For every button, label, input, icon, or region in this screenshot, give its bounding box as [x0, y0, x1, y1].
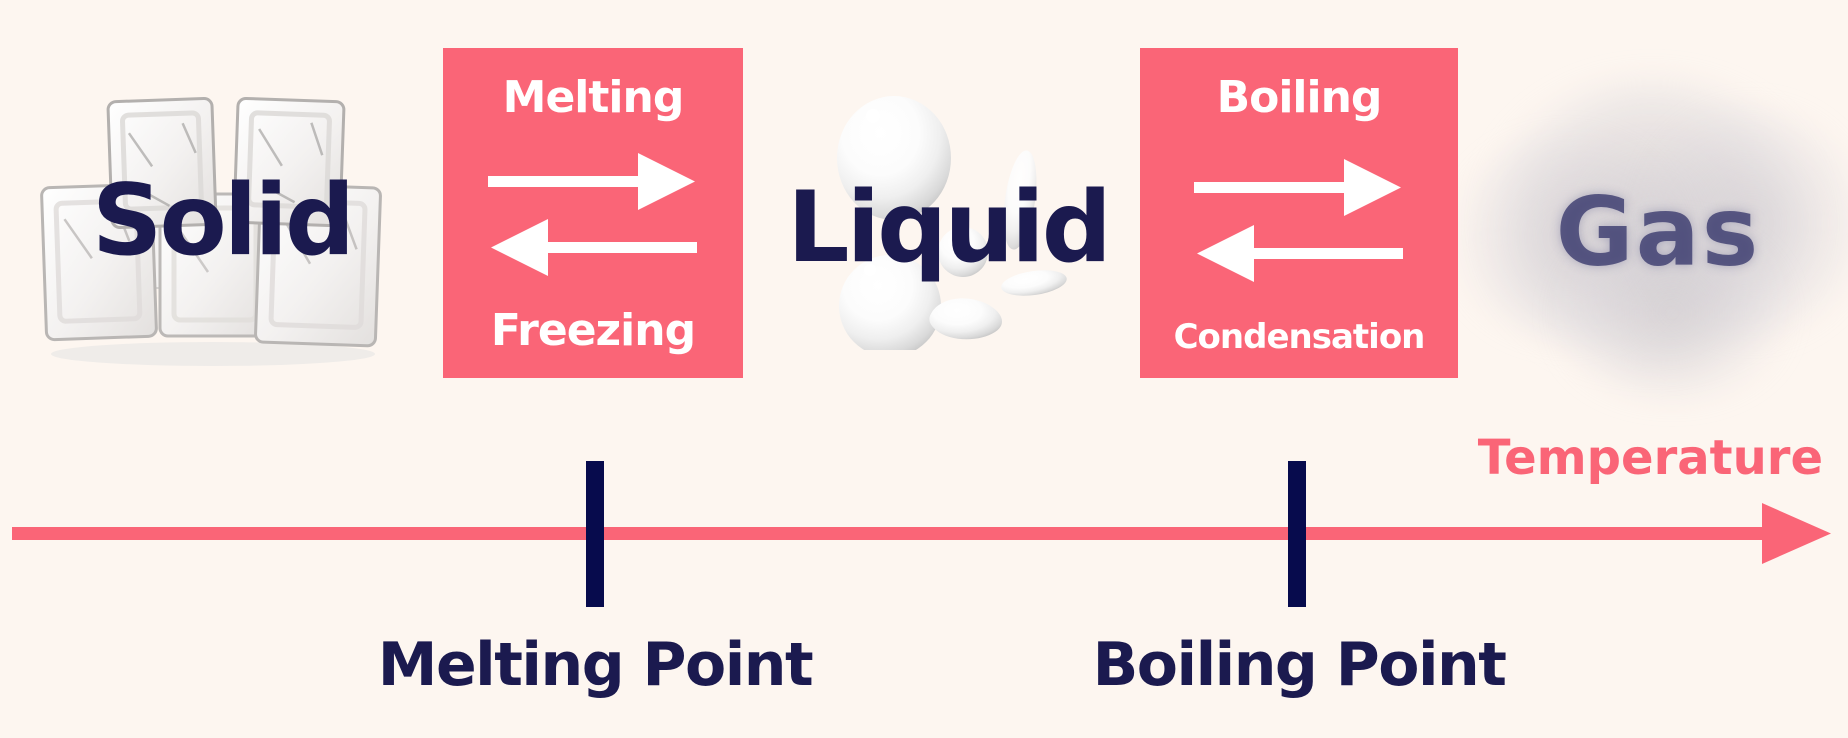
water-droplets-illustration: [837, 96, 1067, 350]
boiling-label: Boiling: [1216, 72, 1383, 123]
droplet-streak: [1001, 270, 1067, 296]
ice-cube-top-left: [106, 97, 218, 230]
vapor-blob: [1642, 108, 1848, 338]
droplet-highlight: [866, 109, 880, 123]
transition-box-liquid-gas: Boiling Condensation: [1140, 48, 1458, 378]
melting-point-label: Melting Point: [377, 630, 814, 700]
condensation-label: Condensation: [1173, 317, 1426, 358]
boiling-point-label: Boiling Point: [1092, 630, 1507, 700]
right-arrow-icon: [488, 153, 695, 210]
droplet-large-bottom: [839, 255, 941, 350]
left-arrow-icon: [1197, 225, 1403, 282]
ice-shadow: [51, 342, 375, 366]
left-arrow-icon: [491, 219, 697, 276]
reversible-arrows-icon: [1194, 159, 1403, 282]
temperature-axis: [12, 461, 1831, 607]
axis-arrowhead-icon: [1762, 503, 1831, 564]
melting-label: Melting: [502, 72, 685, 123]
freezing-label: Freezing: [490, 305, 696, 357]
reversible-arrows-icon: [488, 153, 697, 276]
droplet-highlight: [864, 264, 876, 276]
vapor-cloud-illustration: [1452, 48, 1848, 408]
vapor-blob: [1552, 228, 1792, 398]
melting-point-tick: [586, 461, 604, 607]
droplet-wisp: [1003, 150, 1037, 250]
state-label-liquid: Liquid: [787, 171, 1112, 285]
droplet-large-top: [837, 96, 951, 220]
transition-box-solid-liquid: Melting Freezing: [443, 48, 743, 378]
state-label-gas: Gas: [1555, 177, 1761, 288]
ice-cubes-illustration: [40, 96, 382, 366]
state-label-solid: Solid: [91, 164, 355, 278]
droplet-splash: [929, 298, 1003, 340]
droplet-small-center: [938, 227, 988, 277]
right-arrow-icon: [1194, 159, 1401, 216]
boiling-point-tick: [1288, 461, 1306, 607]
axis-title-temperature: Temperature: [1477, 430, 1823, 486]
axis-line: [12, 527, 1768, 540]
vapor-blob: [1482, 78, 1822, 368]
vapor-blob: [1452, 138, 1682, 338]
ice-cube-top-right: [232, 96, 346, 228]
